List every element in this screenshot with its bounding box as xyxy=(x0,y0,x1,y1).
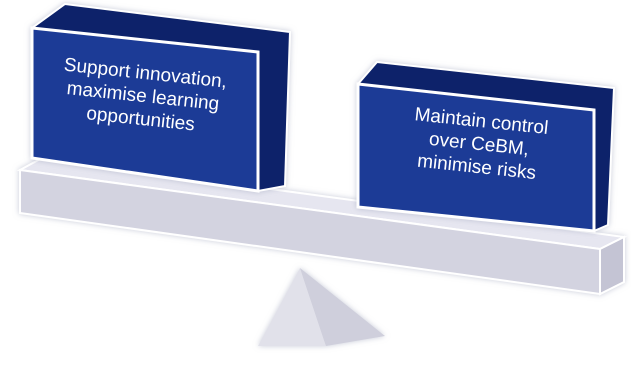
plank xyxy=(16,156,628,296)
fulcrum xyxy=(258,268,385,346)
fulcrum-left-face xyxy=(258,268,326,346)
left-box xyxy=(30,2,292,193)
left-box-front xyxy=(30,26,260,193)
fulcrum-right-face xyxy=(300,268,385,346)
right-box xyxy=(356,60,616,233)
right-box-front xyxy=(356,82,596,233)
plank-end xyxy=(599,235,625,296)
